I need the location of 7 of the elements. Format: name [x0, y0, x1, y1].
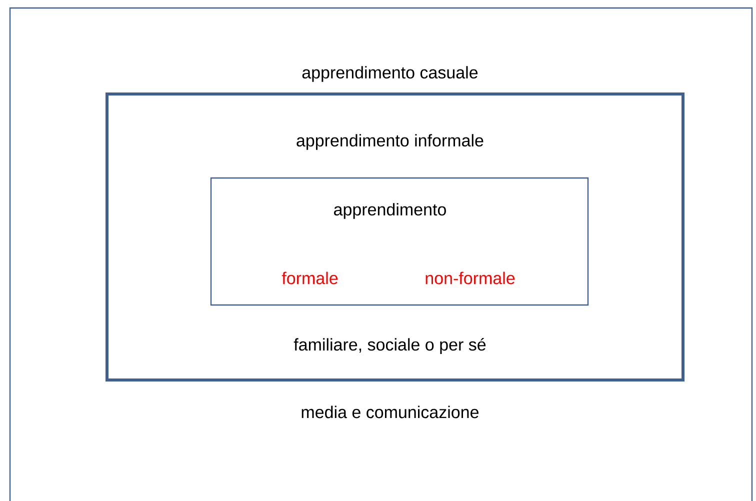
- box-label: apprendimento casuale: [302, 66, 478, 82]
- box-label: familiare, sociale o per sé: [294, 338, 486, 354]
- box-label: formale: [282, 272, 338, 284]
- box-label: media e comunicazione: [302, 406, 478, 418]
- box-label: apprendimento informale: [296, 134, 484, 150]
- box-label: non-formale: [426, 272, 515, 284]
- box-label: apprendimento: [334, 203, 446, 219]
